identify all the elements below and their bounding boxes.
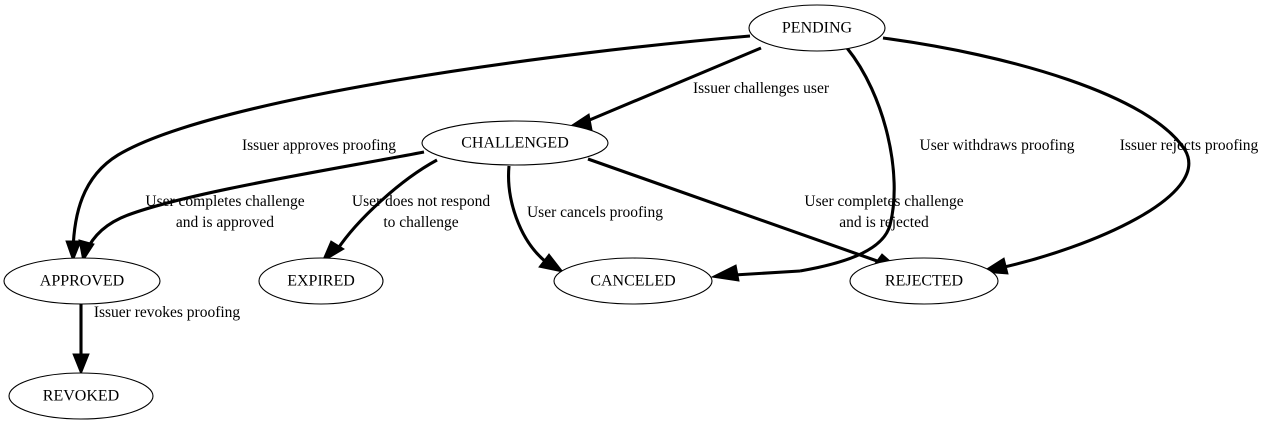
edge-pending-to-approved[interactable]	[65, 34, 751, 263]
arrowhead-challenged-approved	[78, 239, 95, 263]
node-shape-approved[interactable]	[3, 257, 161, 305]
edge-challenged-to-expired[interactable]	[320, 158, 438, 264]
arrowhead-approved-revoked	[72, 353, 90, 376]
node-canceled[interactable]: CANCELED	[553, 257, 713, 305]
edge-path-pending-canceled-tail	[733, 269, 801, 277]
node-shape-expired[interactable]	[258, 257, 384, 305]
node-shape-rejected[interactable]	[849, 257, 999, 305]
edge-hitbox-challenged-canceled[interactable]	[509, 166, 546, 262]
edge-path-challenged-approved	[84, 150, 425, 253]
node-shape-revoked[interactable]	[8, 372, 154, 420]
edge-hitbox-pending-challenged[interactable]	[580, 48, 761, 124]
edge-path-pending-canceled	[799, 47, 896, 273]
edge-pending-to-canceled[interactable]	[710, 47, 896, 282]
node-rejected[interactable]: REJECTED	[849, 257, 999, 305]
edge-label-approved-revoked: Issuer revokes proofing	[94, 304, 241, 321]
edge-label-challenged-approved-line2: and is approved	[176, 214, 274, 231]
node-revoked[interactable]: REVOKED	[8, 372, 154, 420]
edge-challenged-to-canceled[interactable]	[507, 165, 565, 273]
node-challenged[interactable]: CHALLENGED	[421, 120, 609, 166]
arrowhead-pending-approved	[65, 240, 82, 263]
arrowhead-challenged-expired	[320, 240, 345, 264]
edge-label-pending-approved: Issuer approves proofing	[242, 137, 396, 154]
node-approved[interactable]: APPROVED	[3, 257, 161, 305]
edge-label-challenged-rejected-line1: User completes challenge	[804, 193, 963, 210]
node-shape-pending[interactable]	[748, 4, 886, 52]
arrowhead-challenged-canceled	[538, 253, 565, 273]
edge-path-pending-rejected	[882, 36, 1191, 270]
edge-layer	[65, 34, 1191, 376]
edge-path-challenged-canceled	[507, 165, 547, 264]
node-shape-challenged[interactable]	[421, 120, 609, 166]
edge-hitbox-challenged-expired[interactable]	[337, 160, 437, 250]
edge-hitbox-challenged-rejected[interactable]	[588, 159, 880, 262]
edge-label-pending-canceled: User withdraws proofing	[920, 137, 1075, 154]
edge-pending-to-challenged[interactable]	[561, 46, 762, 132]
node-shape-canceled[interactable]	[553, 257, 713, 305]
edge-path-challenged-expired	[335, 158, 438, 251]
edge-hitbox-pending-approved[interactable]	[73, 36, 750, 251]
edge-label-challenged-canceled: User cancels proofing	[527, 204, 663, 221]
arrowhead-pending-canceled	[710, 264, 740, 282]
edge-label-pending-challenged: Issuer challenges user	[693, 80, 830, 97]
node-expired[interactable]: EXPIRED	[258, 257, 384, 305]
edge-pending-to-rejected[interactable]	[882, 36, 1191, 275]
edge-challenged-to-approved[interactable]	[78, 150, 425, 263]
edge-path-challenged-rejected	[587, 157, 881, 264]
edge-path-pending-challenged	[579, 46, 762, 126]
edge-label-challenged-expired-line2: to challenge	[383, 214, 458, 231]
node-layer: PENDING CHALLENGED APPROVED EXPIRED CANC…	[3, 4, 999, 420]
edge-approved-to-revoked[interactable]	[72, 304, 90, 376]
edge-path-pending-approved	[71, 34, 751, 252]
node-pending[interactable]: PENDING	[748, 4, 886, 52]
edge-challenged-to-rejected[interactable]	[587, 157, 900, 270]
edge-hitbox-pending-rejected[interactable]	[883, 38, 1189, 268]
